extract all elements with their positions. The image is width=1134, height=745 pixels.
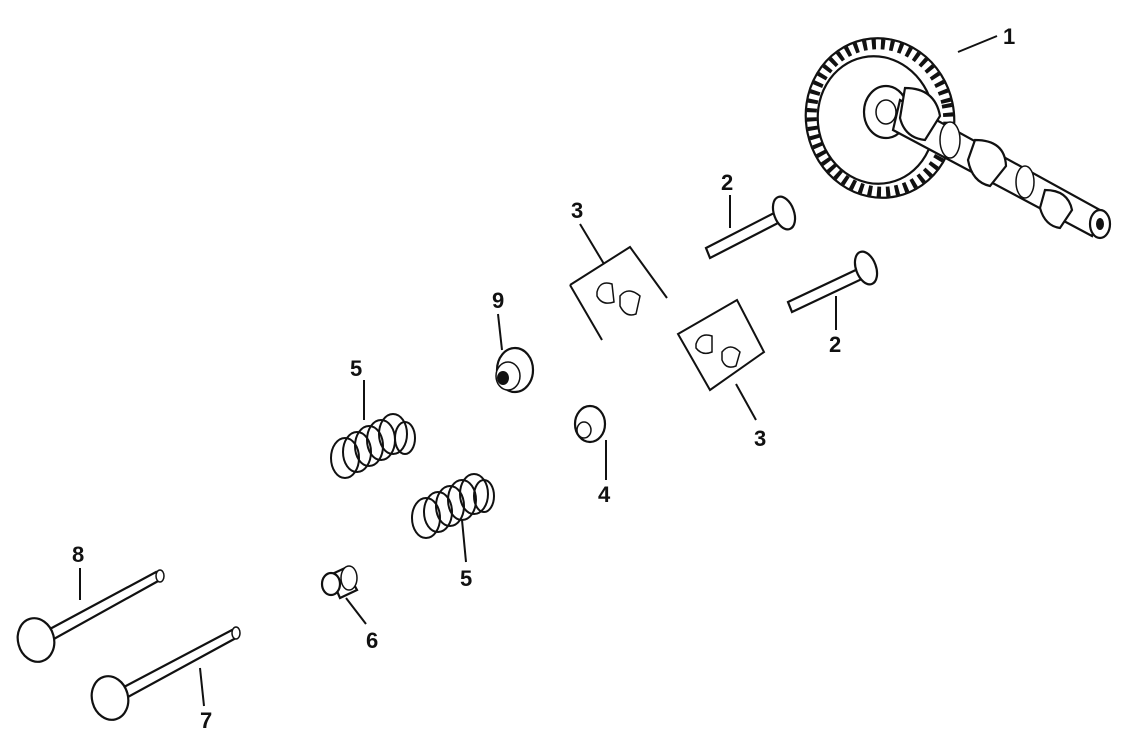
valve-seal-part [495,346,535,394]
leader-3a [579,223,605,265]
callout-2-lower: 2 [829,332,841,357]
callout-5-upper: 5 [350,356,362,381]
valve-keepers-lower-part [676,298,766,392]
callout-5-lower: 5 [460,566,472,591]
camshaft-gear-part [804,37,1112,240]
callout-4: 4 [598,482,611,507]
valve-collar-part [320,565,359,600]
callout-2-upper: 2 [721,170,733,195]
valve-lower-part [90,626,241,721]
callout-3-lower: 3 [754,426,766,451]
callout-3-upper: 3 [571,198,583,223]
callout-labels: 1 2 2 3 3 4 5 5 6 7 8 9 [72,24,1015,733]
callout-1: 1 [1003,24,1015,49]
callout-6: 6 [366,628,378,653]
leader-7 [199,667,205,707]
leader-1 [957,35,998,53]
tappet-lower-part [786,250,879,314]
leader-3b [735,383,757,421]
leader-6 [345,597,367,625]
valve-spring-upper-part [330,413,416,479]
leader-5b [461,519,467,563]
valve-keepers-upper-part [569,245,668,341]
valve-spring-lower-part [411,473,495,539]
valve-upper-part [16,569,165,663]
leader-lines [79,35,998,707]
callout-8: 8 [72,542,84,567]
spring-retainer-part [573,404,607,444]
leader-9 [497,313,503,351]
callout-7: 7 [200,708,212,733]
tappet-upper-part [704,195,797,260]
callout-9: 9 [492,288,504,313]
